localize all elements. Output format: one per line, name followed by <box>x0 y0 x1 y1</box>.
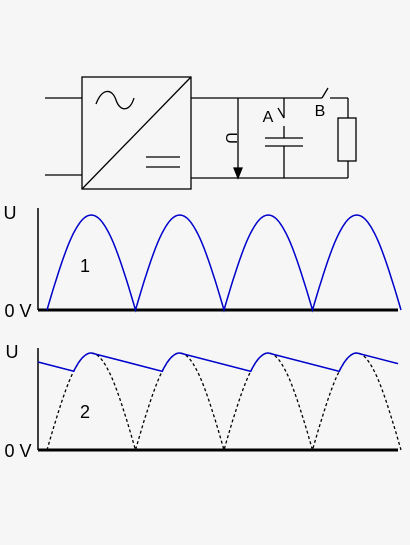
switch-b-label: B <box>315 103 326 120</box>
graph-1: U 0 V 1 <box>4 203 402 321</box>
graph2-u-label: U <box>6 342 19 362</box>
switch-a-label: A <box>263 109 274 126</box>
graph1-u-label: U <box>4 203 17 223</box>
switch-b-icon <box>321 87 329 99</box>
rectifier-diagonal <box>81 76 192 190</box>
resistor-icon <box>337 117 357 162</box>
rectifier-box <box>81 76 192 190</box>
graph1-rectified-waveform <box>46 214 402 313</box>
resistor-branch <box>321 87 357 178</box>
graph2-zero-label: 0 V <box>4 441 31 461</box>
ac-symbol-icon <box>95 90 135 110</box>
graph1-zero-label: 0 V <box>4 301 31 321</box>
rectifier-block <box>81 76 192 190</box>
voltage-arrowhead-icon <box>233 167 243 180</box>
graph2-number-label: 2 <box>80 402 90 422</box>
capacitor-branch <box>265 98 303 178</box>
graph1-number-label: 1 <box>80 256 90 276</box>
graph-2: U 0 V 2 <box>4 342 402 461</box>
switch-a-icon <box>277 107 285 119</box>
circuit-schematic <box>45 76 357 190</box>
graph2-rectified-waveform-dashed <box>46 352 402 453</box>
graph2-smoothed-waveform <box>37 352 399 373</box>
voltage-label: U <box>222 132 239 144</box>
